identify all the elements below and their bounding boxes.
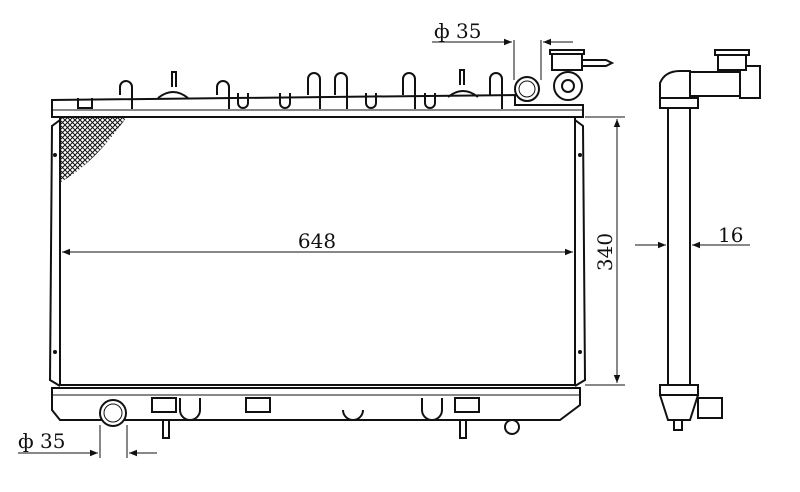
right-side-bracket [574,119,587,387]
height-dimension: 340 [585,116,625,386]
width-dimension: 648 [62,229,573,256]
width-label: 648 [298,229,336,253]
bottom-pipe-dimension: ф 35 [18,425,157,458]
front-view [48,49,615,439]
bottom-tank [51,387,581,439]
left-side-bracket [48,119,61,387]
fin-hatch [61,118,126,182]
thickness-label: 16 [718,223,743,247]
top-pipe-label: ф 35 [434,19,481,43]
side-view [659,49,761,431]
top-tank [51,69,584,118]
top-pipe-dimension: ф 35 [432,19,573,80]
bottom-pipe-label: ф 35 [18,429,65,453]
filler-neck [549,49,615,101]
thickness-dimension: 16 [635,223,750,249]
height-label: 340 [593,233,617,271]
